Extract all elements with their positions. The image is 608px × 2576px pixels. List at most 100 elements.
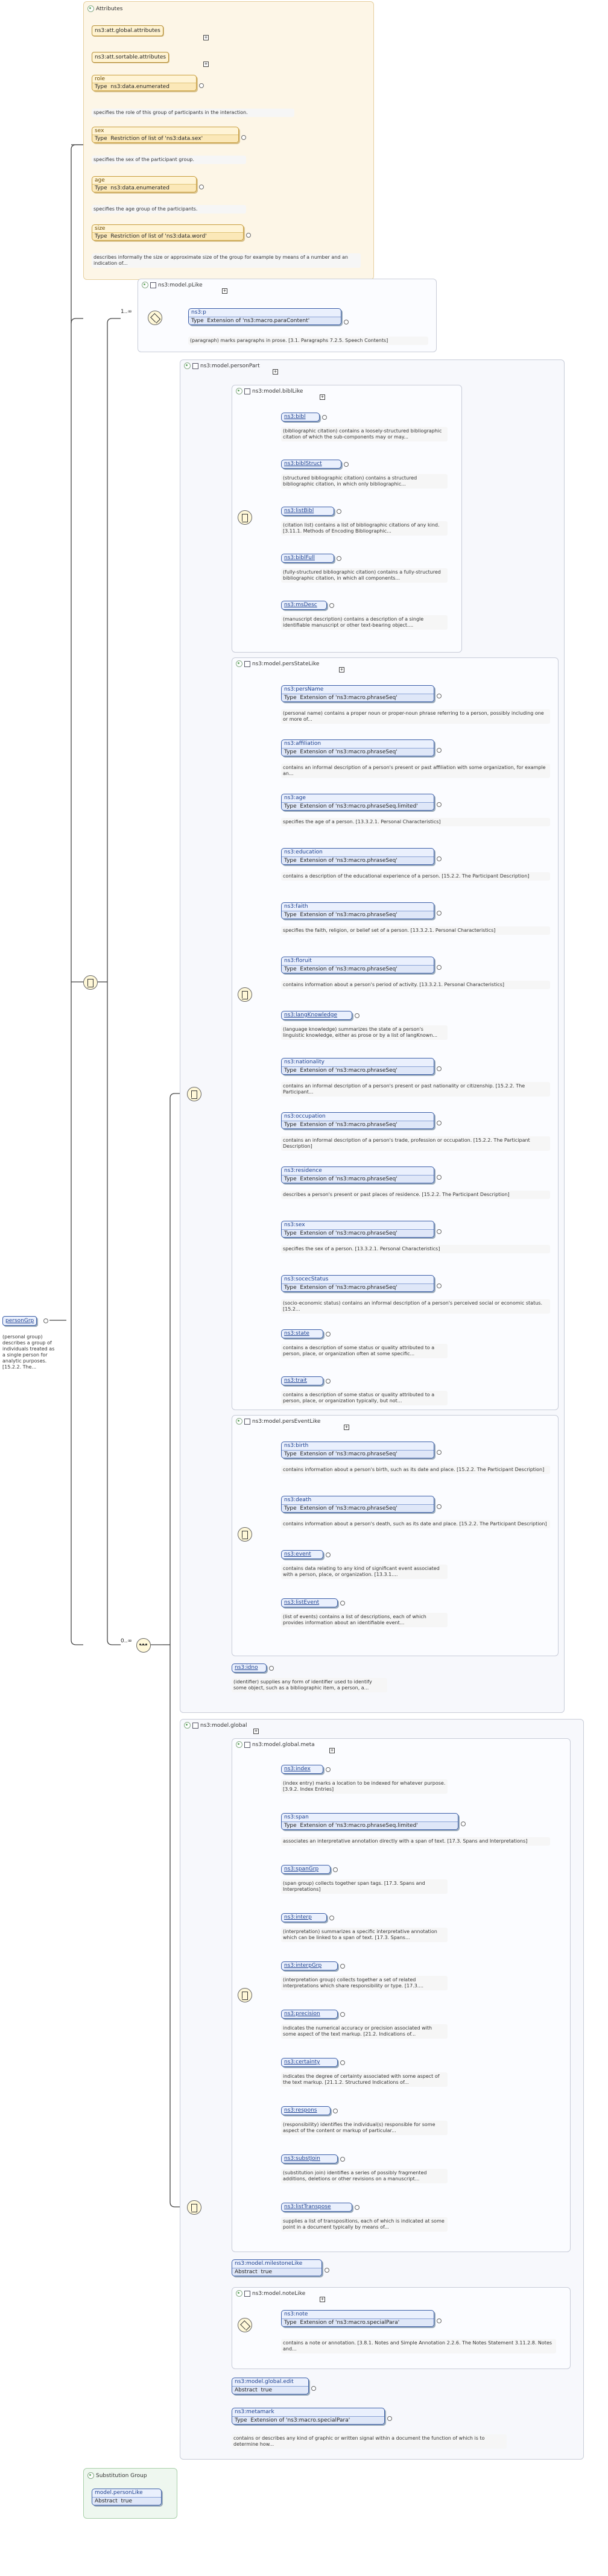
model-icon	[244, 660, 250, 667]
expand-icon[interactable]: +	[320, 394, 325, 400]
attr-age-type: Type ns3:data.enumerated	[92, 184, 196, 192]
globalMeta-choice-icon[interactable]	[238, 1988, 252, 2002]
attr-age[interactable]: age Type ns3:data.enumerated	[92, 176, 197, 192]
el-event[interactable]: ns3:event	[281, 1550, 323, 1559]
attr-dot	[241, 135, 246, 140]
el-biblstruct[interactable]: ns3:biblStruct	[281, 460, 341, 469]
attr-size[interactable]: size Type Restriction of list of 'ns3:da…	[92, 224, 244, 241]
expand-icon[interactable]: +	[222, 288, 227, 294]
el-dot	[437, 748, 442, 753]
el-state[interactable]: ns3:state	[281, 1329, 323, 1338]
element-name: ns3:spanGrp	[284, 1866, 319, 1872]
el-global-edit[interactable]: ns3:model.global.edit Abstract true	[232, 2378, 309, 2394]
expand-icon[interactable]: +	[344, 1425, 349, 1430]
el-listbibl[interactable]: ns3:listBibl	[281, 507, 334, 516]
attr-size-desc: describes informally the size or approxi…	[92, 253, 361, 268]
biblLike-choice-icon[interactable]	[238, 510, 252, 525]
pLike-cardinality: 1..∞	[121, 309, 132, 315]
root-sequence-icon[interactable]	[136, 1638, 151, 1653]
persStateLike-header: ns3:model.persStateLike	[236, 660, 319, 667]
attr-role[interactable]: role Type ns3:data.enumerated	[92, 75, 197, 91]
el-trait[interactable]: ns3:trait	[281, 1376, 323, 1385]
expand-icon[interactable]: +	[339, 667, 344, 672]
el-substjoin[interactable]: ns3:substJoin	[281, 2154, 338, 2163]
el-personLike-abstract: Abstract true	[92, 2497, 161, 2505]
group-icon	[184, 1722, 191, 1729]
el-listevent[interactable]: ns3:listEvent	[281, 1598, 338, 1607]
persStateLike-choice-icon[interactable]	[238, 987, 252, 1002]
el-note-desc: contains a note or annotation. [3.8.1. N…	[281, 2339, 556, 2353]
noteLike-group: ns3:model.noteLike	[232, 2287, 571, 2369]
el-metamark-desc: contains or describes any kind of graphi…	[232, 2434, 507, 2449]
el-interpgrp[interactable]: ns3:interpGrp	[281, 1961, 338, 1970]
expand-icon[interactable]: +	[320, 2297, 325, 2302]
el-biblfull[interactable]: ns3:biblFull	[281, 554, 334, 563]
root-element-personGrp[interactable]: personGrp	[2, 1316, 37, 1326]
attr-ref-global-label: ns3:att.global.attributes	[95, 28, 160, 34]
el-precision[interactable]: ns3:precision	[281, 2010, 338, 2019]
expand-icon[interactable]: +	[253, 1729, 259, 1734]
el-respons[interactable]: ns3:respons	[281, 2106, 331, 2115]
el-dot	[437, 2318, 442, 2323]
el-p-desc: (paragraph) marks paragraphs in prose. […	[188, 337, 428, 345]
element-name: ns3:faith	[284, 903, 308, 910]
element-desc: (list of events) contains a list of desc…	[281, 1613, 448, 1627]
attr-ref-sortable[interactable]: ns3:att.sortable.attributes	[92, 52, 169, 63]
el-langknowledge[interactable]: ns3:langKnowledge	[281, 1011, 352, 1020]
root-desc: (personal group) describes a group of in…	[2, 1334, 55, 1370]
el-p[interactable]: ns3:p Type Extension of 'ns3:macro.paraC…	[188, 308, 341, 325]
attr-sex[interactable]: sex Type Restriction of list of 'ns3:dat…	[92, 127, 239, 143]
element-desc: (citation list) contains a list of bibli…	[281, 521, 448, 536]
group-icon	[184, 362, 191, 369]
expand-icon[interactable]: +	[273, 369, 278, 375]
el-dot	[326, 1332, 331, 1337]
el-msdesc[interactable]: ns3:msDesc	[281, 601, 327, 610]
el-idno[interactable]: ns3:idno	[232, 1663, 267, 1673]
global-choice-icon[interactable]	[187, 2200, 201, 2215]
el-certainty[interactable]: ns3:certainty	[281, 2058, 338, 2067]
attr-dot	[199, 185, 204, 189]
attr-ref-global[interactable]: ns3:att.global.attributes	[92, 25, 163, 36]
el-milestoneLike-abstract: Abstract true	[232, 2268, 321, 2276]
attr-size-name: size	[95, 226, 106, 232]
el-bibl[interactable]: ns3:bibl	[281, 413, 320, 422]
el-index[interactable]: ns3:index	[281, 1765, 323, 1774]
el-milestoneLike[interactable]: ns3:model.milestoneLike Abstract true	[232, 2259, 322, 2276]
el-personLike[interactable]: model.personLike Abstract true	[92, 2489, 162, 2505]
root-choice-icon[interactable]	[83, 975, 98, 990]
persEventLike-choice-icon[interactable]	[238, 1527, 252, 1542]
element-type: Type Extension of 'ns3:macro.phraseSeq'	[282, 965, 434, 973]
expand-icon[interactable]: +	[203, 62, 209, 67]
el-spangrp[interactable]: ns3:spanGrp	[281, 1865, 331, 1874]
attr-sex-desc: specifies the sex of the participant gro…	[92, 156, 246, 164]
el-listtranspose[interactable]: ns3:listTranspose	[281, 2203, 352, 2212]
expand-icon[interactable]: +	[329, 1748, 335, 1753]
el-metamark[interactable]: ns3:metamark Type Extension of 'ns3:macr…	[232, 2408, 385, 2425]
globalMeta-title: ns3:model.global.meta	[252, 1741, 315, 1748]
el-dot	[311, 2386, 316, 2391]
connector-branch	[71, 1639, 83, 1645]
expand-icon[interactable]: +	[203, 35, 209, 40]
globalMeta-header: ns3:model.global.meta	[236, 1741, 315, 1748]
el-interp[interactable]: ns3:interp	[281, 1913, 327, 1922]
model-icon	[244, 2290, 250, 2297]
el-note[interactable]: ns3:note Type Extension of 'ns3:macro.sp…	[281, 2310, 434, 2327]
personPart-choice-icon[interactable]	[187, 1087, 201, 1101]
el-dot	[437, 1283, 442, 1288]
el-dot	[437, 1504, 442, 1509]
element-name: ns3:state	[284, 1331, 309, 1337]
